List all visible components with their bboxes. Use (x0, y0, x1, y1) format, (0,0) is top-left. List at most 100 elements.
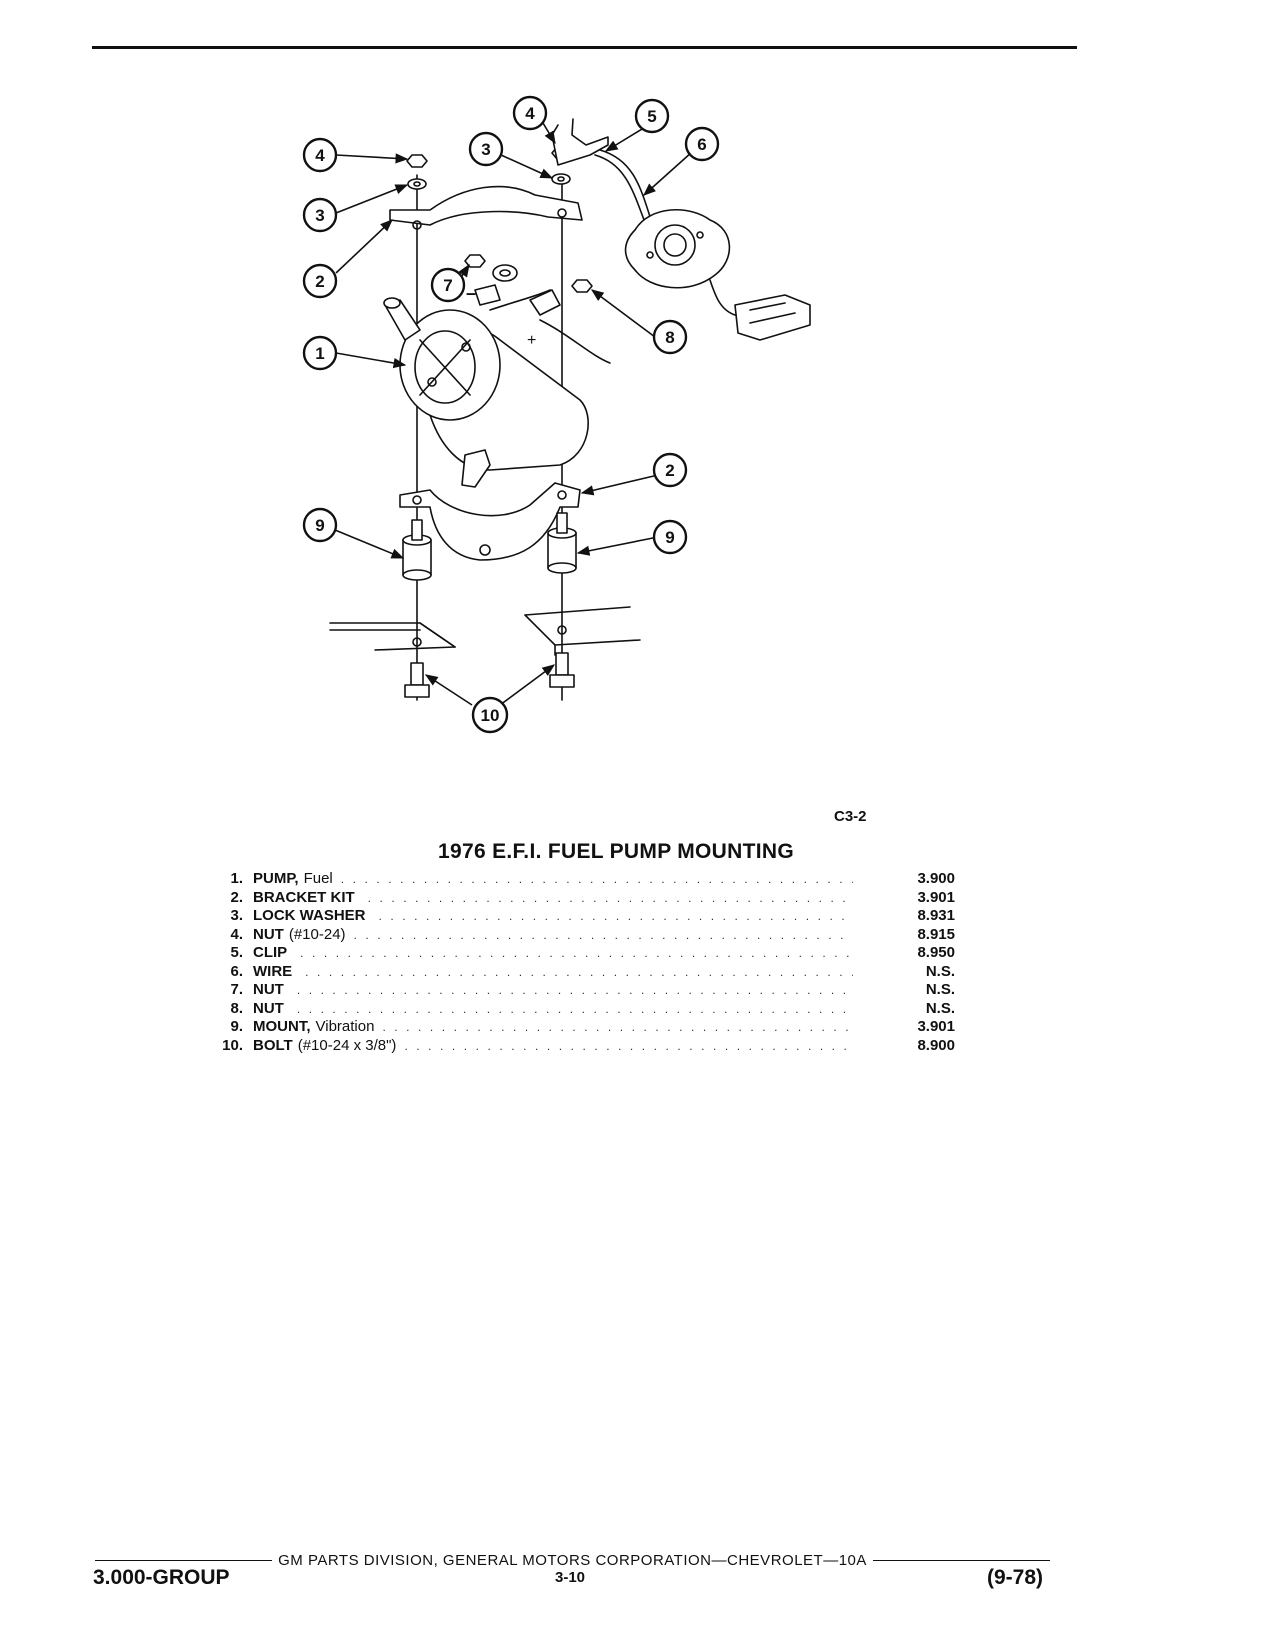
terminal-nut-8 (571, 279, 593, 293)
footer-rule-left (95, 1560, 273, 1561)
callout-8 (652, 319, 688, 355)
callout-7-label: 7 (443, 276, 452, 295)
part-row: 9. MOUNT,Vibration 3.901 (205, 1018, 955, 1037)
callout-4-top-label: 4 (525, 104, 535, 123)
part-description: Fuel (303, 870, 333, 887)
callout-5-label: 5 (647, 107, 656, 126)
part-description: (#10-24) (288, 925, 346, 943)
part-group-number: 8.915 (917, 925, 955, 943)
part-number: 2. (230, 888, 243, 906)
callout-3-left-label: 3 (315, 206, 324, 225)
callout-6 (684, 126, 720, 162)
washer-left (407, 178, 427, 190)
callout-10-label: 10 (481, 706, 500, 725)
leader-dots (341, 870, 853, 889)
leader-dots (297, 981, 853, 1000)
part-group-number: 3.900 (917, 870, 955, 887)
part-group-number: N.S. (925, 981, 955, 998)
part-number: 8. (230, 999, 243, 1017)
leader-dots (305, 963, 853, 982)
part-group-number: 3.901 (917, 1018, 955, 1035)
part-group-number: 8.900 (917, 1036, 955, 1054)
footer-group: 3.000-GROUP (93, 1566, 230, 1589)
part-description: Vibration (315, 1018, 375, 1035)
callout-3-left (302, 197, 338, 233)
callout-4-left (302, 137, 338, 173)
callout-9-right-label: 9 (665, 528, 674, 547)
part-row: 3. LOCK WASHER 8.931 (205, 907, 955, 926)
terminal-eyelet (492, 264, 518, 282)
leader-dots (368, 889, 853, 908)
callout-3-top (468, 131, 504, 167)
leader-dots (300, 944, 853, 963)
part-name: MOUNT, (253, 1018, 311, 1035)
part-name: LOCK WASHER (253, 907, 366, 924)
parts-list-title-text: 1976 E.F.I. FUEL PUMP MOUNTING (438, 840, 794, 863)
part-description: (#10-24 x 3/8") (297, 1036, 397, 1054)
part-group-number: N.S. (925, 999, 955, 1017)
callout-2-left (302, 263, 338, 299)
part-name: NUT (253, 999, 284, 1017)
part-name: NUT (253, 981, 284, 998)
part-name: NUT (253, 925, 284, 943)
lower-bracket (399, 482, 581, 561)
part-group-number: 8.931 (917, 907, 955, 924)
part-row: 1.PUMP,Fuel3.900 (205, 870, 955, 889)
part-name: BOLT (253, 1036, 293, 1054)
parts-list-title: 1976 E.F.I. FUEL PUMP MOUNTING (0, 840, 1280, 864)
leader-dots (379, 907, 854, 926)
figure-code: C3-2 (834, 808, 867, 825)
part-number: 5. (230, 944, 243, 961)
part-number: 9. (230, 1018, 243, 1035)
callout-1 (302, 335, 338, 371)
revision-date: (9-78) (987, 1566, 1044, 1589)
part-row: 6.WIREN.S. (205, 963, 955, 982)
part-group-number: N.S. (925, 962, 955, 980)
part-group-number: 3.901 (917, 888, 955, 906)
leader-dots (354, 926, 853, 945)
callout-8-label: 8 (665, 328, 674, 347)
callout-4-top (512, 95, 548, 131)
leader-dots (297, 1000, 853, 1019)
pump-outlet (461, 449, 491, 488)
part-number: 10. (222, 1036, 243, 1054)
positive-terminal-label: + (527, 332, 536, 349)
callout-2-left-label: 2 (315, 272, 324, 291)
washer-right (551, 173, 571, 185)
top-rule (92, 46, 1077, 49)
part-number: 4. (230, 925, 243, 943)
part-row: 2.BRACKET KIT3.901 (205, 889, 955, 908)
frame-plate-left (329, 622, 456, 651)
part-number: 1. (230, 870, 243, 887)
upper-bracket-hole-right (557, 208, 567, 218)
callout-3-top-label: 3 (481, 140, 490, 159)
part-row: 4. NUT(#10-24) 8.915 (205, 926, 955, 945)
clip (551, 118, 609, 166)
callout-9-left-label: 9 (315, 516, 324, 535)
callout-7 (430, 267, 466, 303)
fuel-pump-mounting-diagram: – + 4 3 2 1 (302, 95, 811, 734)
callout-2-right (652, 452, 688, 488)
callout-9-left (302, 507, 338, 543)
part-row: 10. BOLT(#10-24 x 3/8") 8.900 (205, 1037, 955, 1056)
part-name: CLIP (253, 944, 288, 961)
part-name: WIRE (253, 962, 293, 980)
bolt-right (555, 652, 569, 676)
part-number: 7. (230, 981, 243, 998)
part-row: 5. CLIP 8.950 (205, 944, 955, 963)
nut-left (406, 154, 428, 168)
callout-6-label: 6 (697, 135, 706, 154)
callout-2-right-label: 2 (665, 461, 674, 480)
part-number: 3. (230, 907, 243, 924)
footer-publisher-line: GM PARTS DIVISION, GENERAL MOTORS CORPOR… (95, 1552, 1051, 1569)
footer-rule-right (872, 1560, 1051, 1561)
part-row: 7. NUT N.S. (205, 981, 955, 1000)
part-group-number: 8.950 (917, 944, 955, 961)
upper-bracket (389, 185, 583, 226)
bolt-left (410, 662, 424, 686)
footer-publisher: GM PARTS DIVISION, GENERAL MOTORS CORPOR… (278, 1552, 867, 1569)
page-number: 3-10 (555, 1569, 586, 1586)
connector-pigtail (709, 279, 736, 316)
frame-plate-right (524, 606, 641, 646)
